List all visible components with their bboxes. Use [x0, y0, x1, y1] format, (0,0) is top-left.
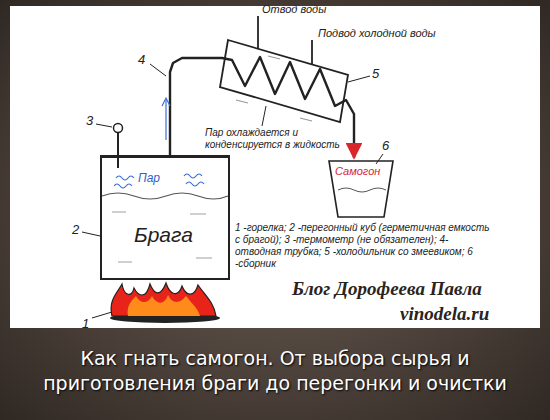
watermark: Блог Дорофеева Павла	[292, 278, 482, 300]
callout-number: 6	[382, 138, 389, 153]
liquid-level	[102, 193, 228, 199]
collector-cup: Самогон	[328, 160, 394, 218]
callout-number: 4	[138, 52, 145, 67]
node-text: Самогон	[335, 165, 380, 177]
thermometer	[114, 124, 123, 169]
collector-liquid	[338, 188, 386, 192]
pipe-label: Отвод воды	[262, 3, 326, 15]
watermark: vinodela.ru	[400, 303, 489, 325]
vapor-tube	[170, 57, 354, 158]
callout-number: 1	[82, 316, 89, 331]
node-text: Брага	[134, 223, 193, 247]
node-outline	[100, 155, 230, 280]
caption: Как гнать самогон. От выбора сырья и при…	[20, 346, 530, 395]
liquid-dashes	[112, 212, 212, 262]
flow-hint	[165, 100, 166, 140]
still-vessel: ПарБрага	[100, 155, 230, 280]
node-text: Пар	[138, 171, 160, 185]
flow-hint	[162, 98, 170, 106]
pipe-label: Подвод холодной воды	[318, 27, 436, 39]
callout-number: 5	[372, 66, 379, 81]
burner-flame	[110, 283, 220, 323]
note: Пар охлаждается и конденсируется в жидко…	[205, 127, 345, 151]
legend-text: 1 -горелка; 2 -перегонный куб (герметичн…	[235, 222, 490, 270]
callout-number: 2	[72, 222, 79, 237]
callout-number: 3	[86, 113, 93, 128]
